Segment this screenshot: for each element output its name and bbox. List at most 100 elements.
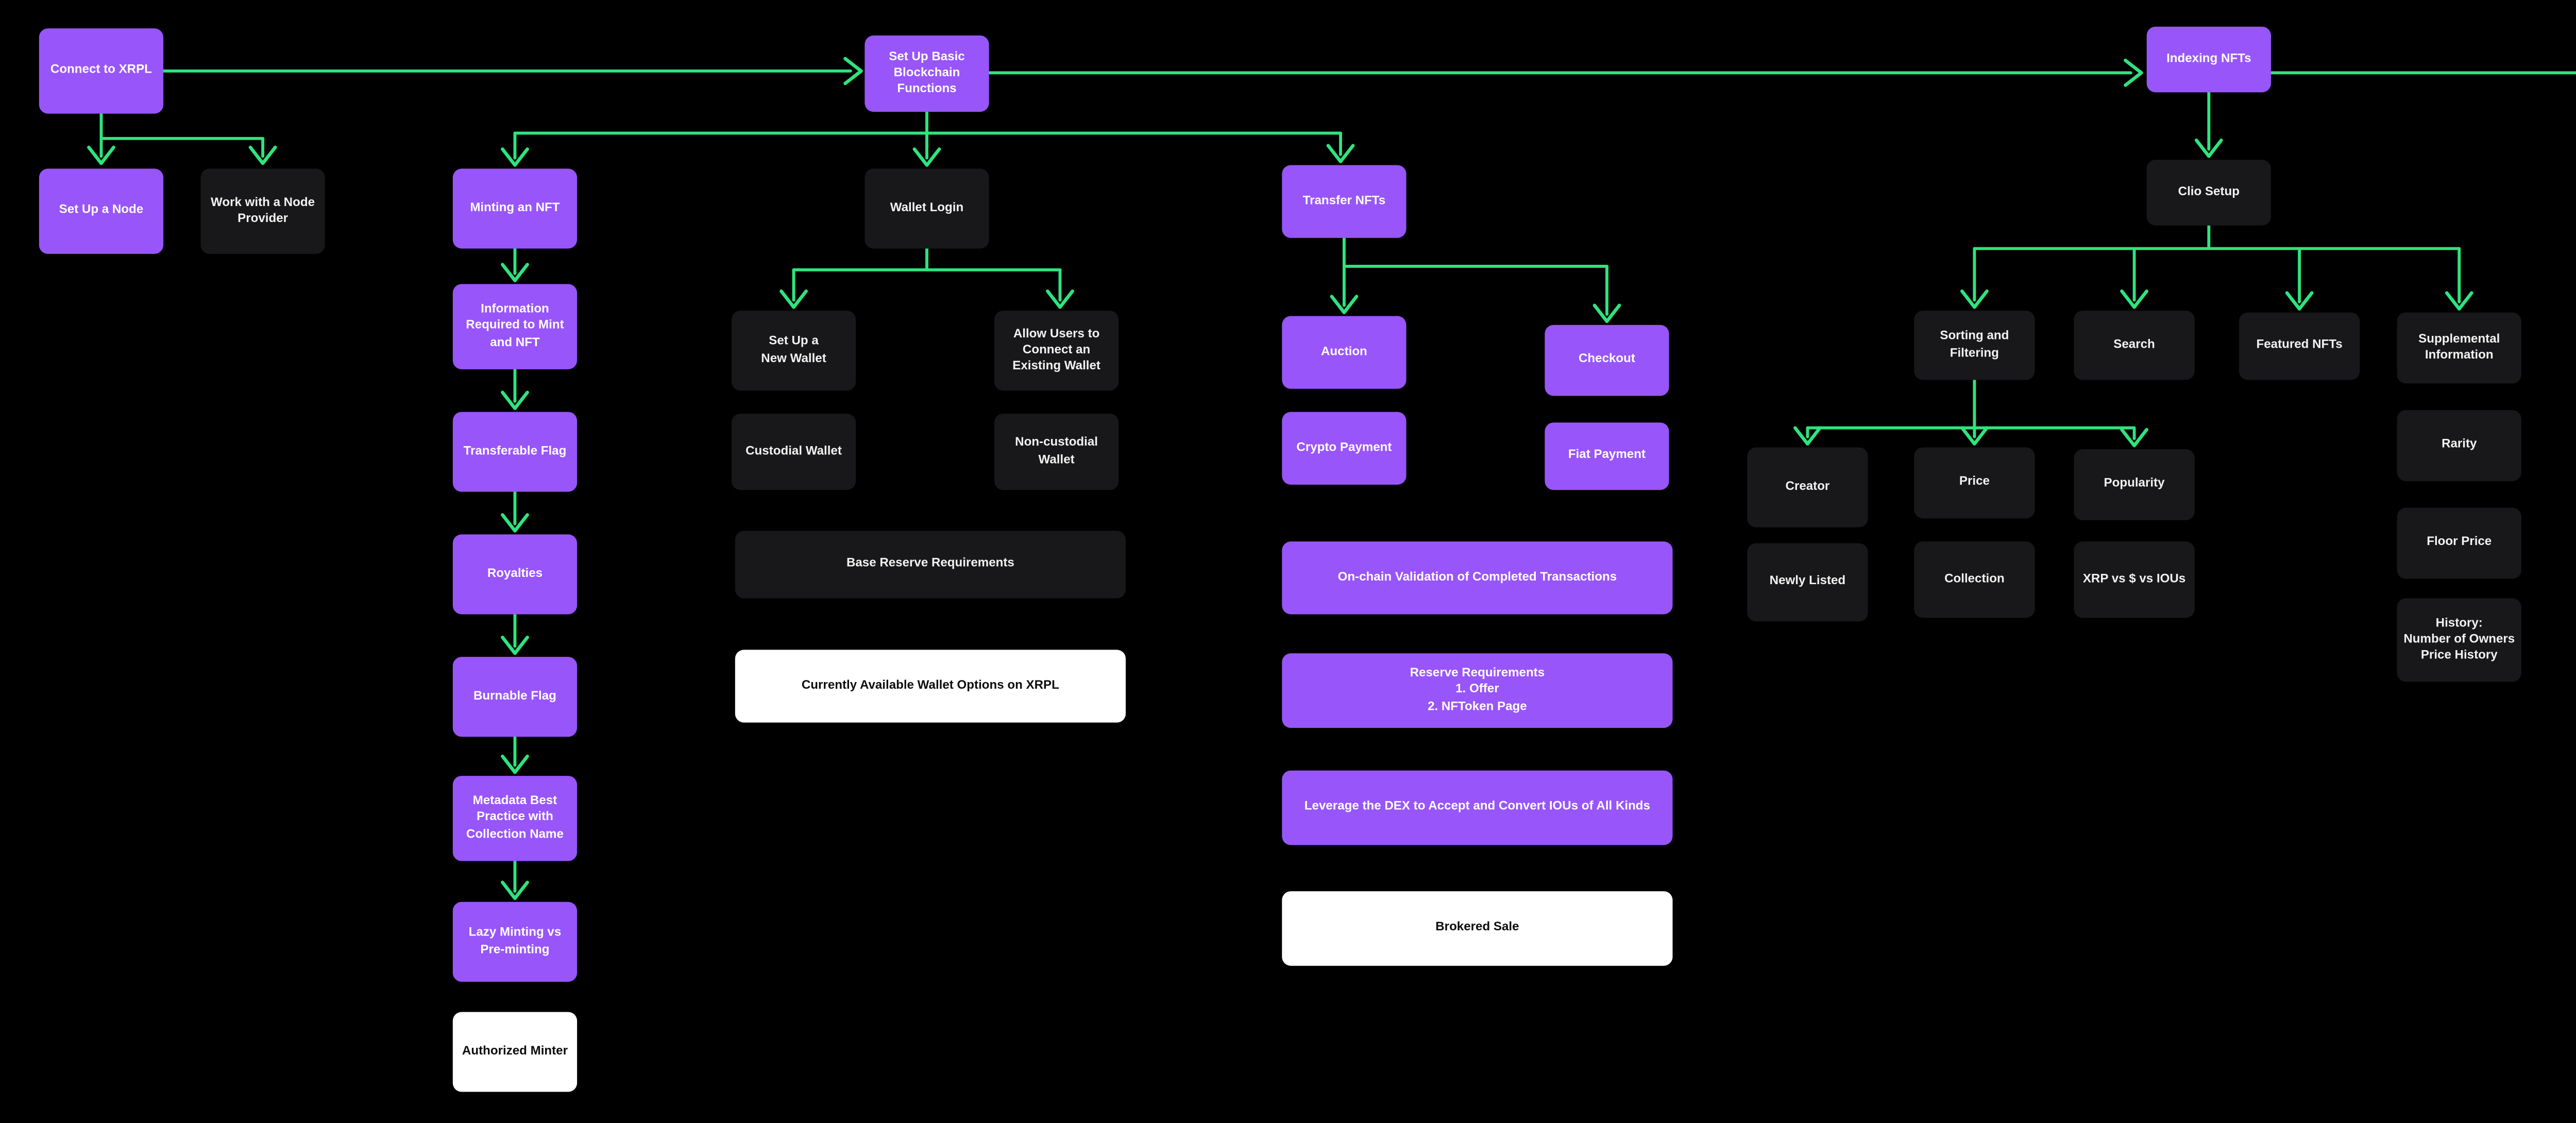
node-popularity[interactable]: Popularity: [2074, 449, 2195, 520]
node-supplemental-information[interactable]: Supplemental Information: [2397, 312, 2521, 384]
onchain-validation-label: On-chain Validation of Completed Transac…: [1337, 571, 1617, 584]
node-search[interactable]: Search: [2074, 311, 2195, 380]
node-set-up-basic-blockchain[interactable]: Set Up Basic Blockchain Functions: [865, 35, 989, 112]
node-base-reserve-requirements[interactable]: Base Reserve Requirements: [735, 531, 1126, 599]
xrp-vs-usd-vs-ious-label: XRP vs $ vs IOUs: [2082, 573, 2186, 586]
node-collection[interactable]: Collection: [1914, 541, 2035, 618]
burnable-flag-label: Burnable Flag: [473, 690, 556, 703]
node-allow-users-connect[interactable]: Allow Users to Connect an Existing Walle…: [994, 311, 1119, 391]
node-crypto-payment[interactable]: Crypto Payment: [1282, 412, 1406, 485]
connect-to-xrpl-label: Connect to XRPL: [50, 64, 152, 77]
lazy-minting-label: Lazy Minting vs Pre-minting: [468, 927, 562, 956]
node-onchain-validation[interactable]: On-chain Validation of Completed Transac…: [1282, 541, 1673, 615]
connector-arrowhead-17-0: [779, 289, 808, 309]
set-up-basic-blockchain-label: Set Up Basic Blockchain Functions: [889, 50, 965, 96]
node-set-up-a-node[interactable]: Set Up a Node: [39, 168, 164, 254]
set-up-a-node-label: Set Up a Node: [59, 205, 144, 217]
node-custodial-wallet[interactable]: Custodial Wallet: [731, 414, 856, 490]
connector-arrowhead-12-0: [501, 635, 529, 655]
connector-arrowhead-26-0: [1960, 289, 1989, 309]
connector-arrowhead-32-0: [1793, 426, 1822, 446]
node-reserve-requirements[interactable]: Reserve Requirements 1. Offer 2. NFToken…: [1282, 653, 1673, 728]
supplemental-information-label: Supplemental Information: [2418, 333, 2500, 363]
node-sorting-and-filtering[interactable]: Sorting and Filtering: [1914, 311, 2035, 380]
node-work-with-node-provider[interactable]: Work with a Node Provider: [200, 168, 325, 254]
node-floor-price[interactable]: Floor Price: [2397, 507, 2521, 579]
minting-an-nft-label: Minting an NFT: [470, 202, 560, 215]
connector-arrowhead-10-0: [501, 390, 529, 410]
connector-arrowhead-7-0: [501, 147, 529, 167]
popularity-label: Popularity: [2104, 478, 2165, 491]
custodial-wallet-label: Custodial Wallet: [745, 445, 842, 458]
connector-arrowhead-22-0: [1592, 303, 1621, 324]
node-wallet-login[interactable]: Wallet Login: [865, 168, 989, 249]
node-history[interactable]: History: Number of Owners Price History: [2397, 598, 2521, 682]
node-indexing-nfts[interactable]: Indexing NFTs: [2146, 26, 2271, 93]
history-label: History: Number of Owners Price History: [2403, 617, 2515, 662]
node-rarity[interactable]: Rarity: [2397, 410, 2521, 481]
node-royalties[interactable]: Royalties: [452, 534, 578, 615]
auction-label: Auction: [1321, 346, 1367, 359]
node-newly-listed[interactable]: Newly Listed: [1747, 543, 1868, 622]
node-wallet-options-xrpl[interactable]: Currently Available Wallet Options on XR…: [735, 650, 1126, 723]
node-authorized-minter[interactable]: Authorized Minter: [452, 1012, 578, 1092]
clio-setup-label: Clio Setup: [2178, 186, 2240, 199]
node-information-required[interactable]: Information Required to Mint and NFT: [452, 284, 578, 369]
creator-label: Creator: [1785, 481, 1830, 494]
node-creator[interactable]: Creator: [1747, 447, 1868, 528]
node-set-up-new-wallet[interactable]: Set Up a New Wallet: [731, 311, 856, 391]
node-brokered-sale[interactable]: Brokered Sale: [1282, 891, 1673, 966]
connector-arrowhead-33-0: [1960, 426, 1989, 446]
leverage-dex-label: Leverage the DEX to Accept and Convert I…: [1304, 801, 1650, 814]
connector-arrowhead-21-0: [1330, 295, 1359, 314]
node-checkout[interactable]: Checkout: [1545, 325, 1669, 396]
crypto-payment-label: Crypto Payment: [1296, 441, 1392, 454]
base-reserve-requirements-label: Base Reserve Requirements: [846, 558, 1014, 571]
connector-arrowhead-18-0: [1046, 289, 1074, 309]
node-lazy-minting[interactable]: Lazy Minting vs Pre-minting: [452, 901, 578, 982]
checkout-label: Checkout: [1579, 354, 1635, 367]
fiat-payment-label: Fiat Payment: [1568, 450, 1646, 463]
connector-arrowhead-13-0: [501, 754, 529, 774]
node-connect-to-xrpl[interactable]: Connect to XRPL: [39, 28, 164, 114]
connector-arrowhead-9-0: [501, 263, 529, 282]
node-minting-an-nft[interactable]: Minting an NFT: [452, 168, 578, 249]
node-featured-nfts[interactable]: Featured NFTs: [2239, 312, 2360, 380]
connector-arrowhead-3-0: [87, 145, 115, 165]
newly-listed-label: Newly Listed: [1769, 575, 1846, 589]
wallet-options-xrpl-label: Currently Available Wallet Options on XR…: [801, 679, 1059, 692]
search-label: Search: [2113, 338, 2155, 351]
allow-users-connect-label: Allow Users to Connect an Existing Walle…: [1012, 328, 1100, 373]
node-price[interactable]: Price: [1914, 447, 2035, 519]
connector-line-4: [99, 137, 264, 158]
price-label: Price: [1959, 476, 1990, 489]
connector-arrowhead-11-0: [501, 513, 529, 533]
node-fiat-payment[interactable]: Fiat Payment: [1545, 422, 1669, 490]
connector-arrowhead-29-0: [2445, 291, 2473, 311]
node-burnable-flag[interactable]: Burnable Flag: [452, 657, 578, 737]
node-transferable-flag[interactable]: Transferable Flag: [452, 412, 578, 492]
connector-arrowhead-0-0: [843, 57, 863, 86]
node-clio-setup[interactable]: Clio Setup: [2146, 160, 2271, 226]
node-xrp-vs-usd-vs-ious[interactable]: XRP vs $ vs IOUs: [2074, 541, 2195, 618]
floor-price-label: Floor Price: [2427, 537, 2492, 550]
authorized-minter-label: Authorized Minter: [462, 1045, 568, 1058]
node-metadata-best-practice[interactable]: Metadata Best Practice with Collection N…: [452, 776, 578, 861]
set-up-new-wallet-label: Set Up a New Wallet: [761, 336, 826, 365]
brokered-sale-label: Brokered Sale: [1435, 922, 1519, 935]
node-transfer-nfts[interactable]: Transfer NFTs: [1282, 165, 1406, 238]
connector-arrowhead-4-0: [248, 145, 277, 165]
node-auction[interactable]: Auction: [1282, 316, 1406, 389]
transfer-nfts-label: Transfer NFTs: [1302, 195, 1386, 208]
information-required-label: Information Required to Mint and NFT: [466, 303, 564, 349]
connector-arrowhead-1-0: [2124, 58, 2143, 87]
connector-arrowhead-34-0: [2120, 428, 2148, 448]
node-non-custodial-wallet[interactable]: Non-custodial Wallet: [994, 414, 1119, 490]
node-leverage-dex[interactable]: Leverage the DEX to Accept and Convert I…: [1282, 770, 1673, 845]
reserve-requirements-label: Reserve Requirements 1. Offer 2. NFToken…: [1410, 668, 1545, 713]
featured-nfts-label: Featured NFTs: [2256, 339, 2343, 352]
connector-arrowhead-8-0: [1326, 144, 1355, 163]
non-custodial-wallet-label: Non-custodial Wallet: [1015, 437, 1098, 466]
connector-arrowhead-14-0: [501, 880, 529, 900]
